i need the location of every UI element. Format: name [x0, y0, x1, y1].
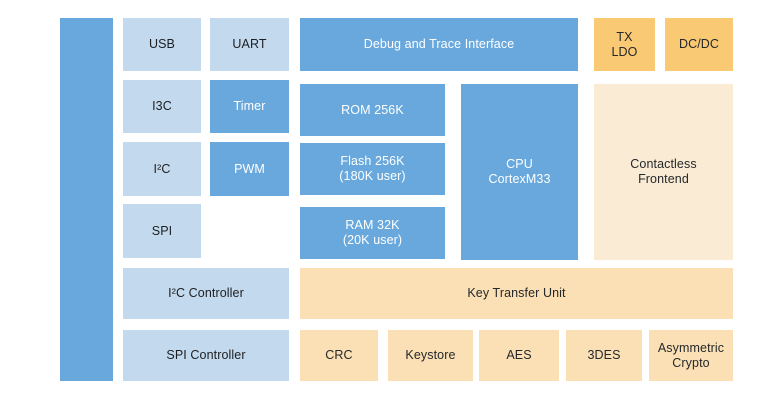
block-dcdc[interactable]: DC/DC — [665, 18, 733, 71]
block-pwm[interactable]: PWM — [210, 142, 289, 196]
block-keystore[interactable]: Keystore — [388, 330, 473, 381]
block-usb[interactable]: USB — [123, 18, 201, 71]
block-aes[interactable]: AES — [479, 330, 559, 381]
block-flash[interactable]: Flash 256K (180K user) — [300, 143, 445, 195]
block-rom[interactable]: ROM 256K — [300, 84, 445, 136]
block-i2c[interactable]: I²C — [123, 142, 201, 196]
block-tx-ldo[interactable]: TX LDO — [594, 18, 655, 71]
block-i3c[interactable]: I3C — [123, 80, 201, 133]
block-ram[interactable]: RAM 32K (20K user) — [300, 207, 445, 259]
block-contactless-frontend[interactable]: Contactless Frontend — [594, 84, 733, 260]
block-timer[interactable]: Timer — [210, 80, 289, 133]
block-asymmetric-crypto[interactable]: Asymmetric Crypto — [649, 330, 733, 381]
block-spi-controller[interactable]: SPI Controller — [123, 330, 289, 381]
block-bus-bar[interactable] — [60, 18, 113, 381]
block-crc[interactable]: CRC — [300, 330, 378, 381]
block-spacer-row4 — [210, 204, 289, 258]
block-uart[interactable]: UART — [210, 18, 289, 71]
block-3des[interactable]: 3DES — [566, 330, 642, 381]
block-key-transfer-unit[interactable]: Key Transfer Unit — [300, 268, 733, 319]
block-i2c-controller[interactable]: I²C Controller — [123, 268, 289, 319]
block-debug-and-trace-interface[interactable]: Debug and Trace Interface — [300, 18, 578, 71]
block-spi[interactable]: SPI — [123, 204, 201, 258]
block-cpu[interactable]: CPU CortexM33 — [461, 84, 578, 260]
